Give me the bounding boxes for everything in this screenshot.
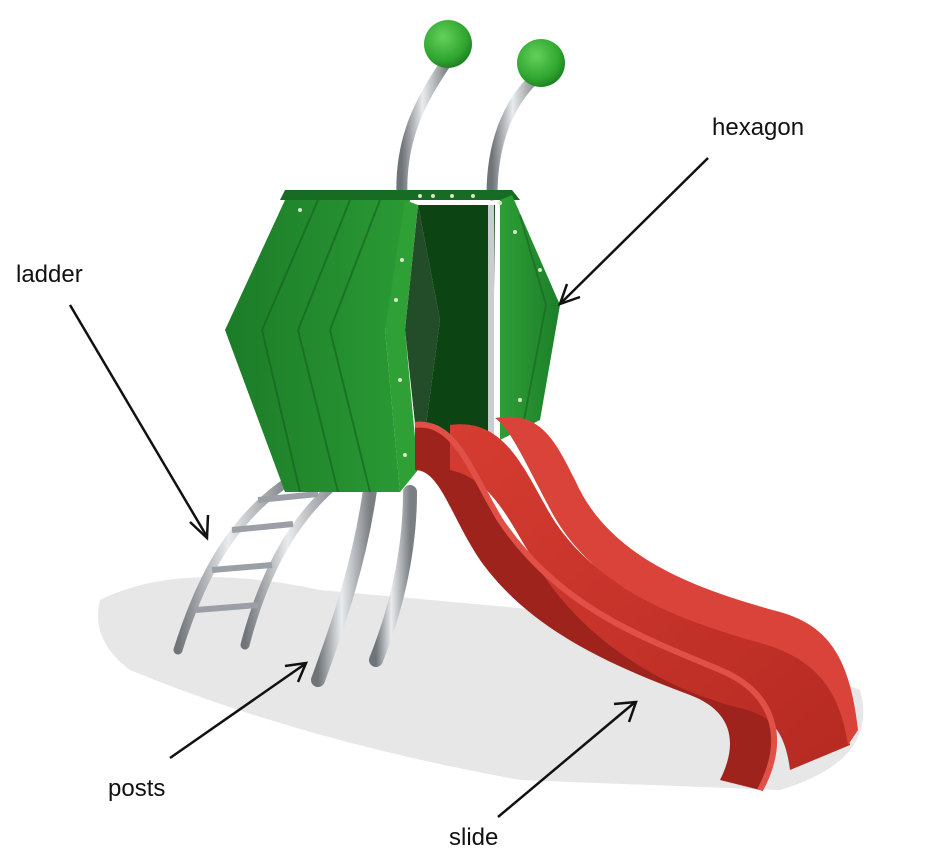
label-hexagon: hexagon — [712, 114, 805, 141]
annotation-arrows — [68, 157, 709, 818]
right-antenna — [486, 69, 544, 201]
label-slide: slide — [449, 824, 499, 851]
left-antenna — [396, 54, 454, 201]
right-antenna-ball — [517, 39, 565, 87]
posts — [311, 483, 417, 687]
label-ladder: ladder — [16, 261, 83, 288]
left-antenna-ball — [424, 20, 472, 68]
label-posts: posts — [108, 775, 166, 802]
ladder — [173, 475, 345, 655]
hexagon-cabin — [225, 190, 560, 493]
slide — [414, 416, 858, 792]
